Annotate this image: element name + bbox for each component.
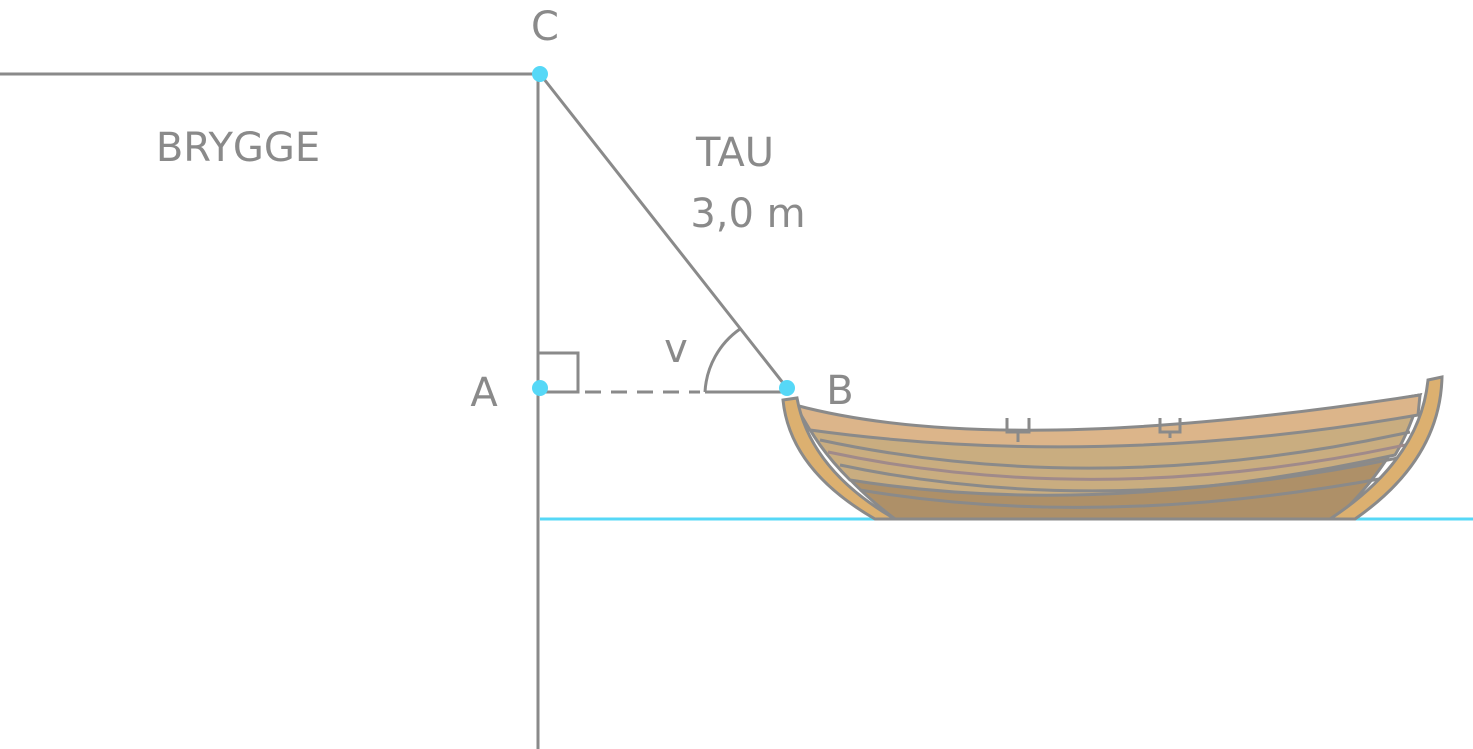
label-b: B <box>826 368 853 414</box>
stem-right <box>1324 375 1444 521</box>
boat <box>781 375 1444 521</box>
label-rope: TAU <box>695 130 774 176</box>
label-angle-v: v <box>664 326 688 372</box>
point-c <box>532 66 548 82</box>
right-angle-marker <box>538 351 580 394</box>
label-a: A <box>470 370 498 416</box>
label-rope-length: 3,0 m <box>690 191 805 237</box>
rope-line <box>538 73 789 389</box>
angle-v-arc <box>703 327 741 393</box>
point-a <box>532 380 548 396</box>
point-b <box>779 380 795 396</box>
oarlock-2 <box>1158 418 1182 438</box>
oarlock-1 <box>1005 418 1031 442</box>
label-dock: BRYGGE <box>156 125 320 171</box>
stem-left <box>781 396 901 521</box>
label-c: C <box>531 4 559 50</box>
hull-top-plank <box>791 393 1422 449</box>
